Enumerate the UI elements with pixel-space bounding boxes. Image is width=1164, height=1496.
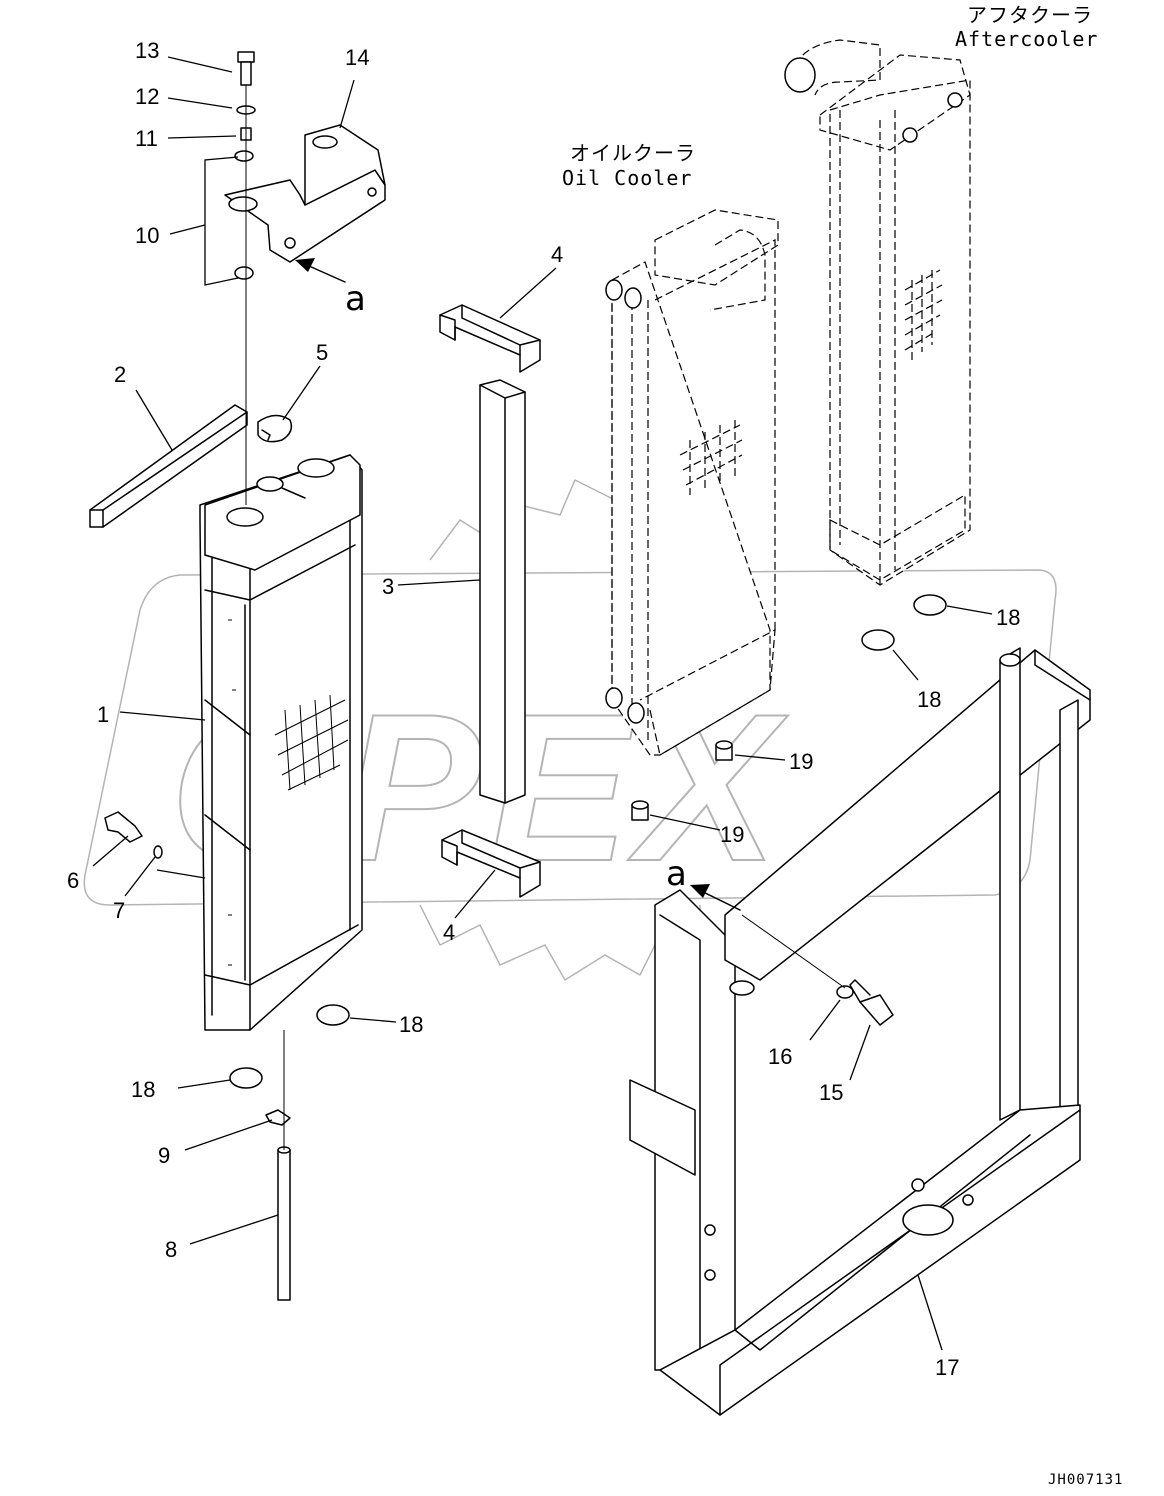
- callout-2: 2: [114, 362, 126, 387]
- callout-3: 3: [382, 574, 394, 599]
- washer-part-16: [741, 914, 854, 999]
- frame-part-17: [629, 647, 1091, 1416]
- callout-15: 15: [819, 1080, 843, 1105]
- aftercooler-label-jp: アフタクーラ: [967, 3, 1093, 27]
- oil-cooler-label-jp: オイルクーラ: [570, 141, 696, 165]
- view-letter-bottom: a: [666, 854, 687, 894]
- callout-19-bottom: 19: [720, 822, 744, 847]
- callout-18-right: 18: [917, 687, 941, 712]
- bolt-part-15: [849, 979, 894, 1026]
- callout-1: 1: [97, 702, 109, 727]
- callout-6: 6: [67, 868, 79, 893]
- component-labels: アフタクーラ Aftercooler オイルクーラ Oil Cooler JH0…: [562, 3, 1123, 1488]
- clamp-part-9: [265, 1030, 291, 1150]
- oil-cooler: [605, 209, 779, 756]
- spacers-part-19: [631, 740, 733, 821]
- callout-11: 11: [135, 126, 158, 151]
- callout-12: 12: [135, 84, 159, 109]
- bracket-part-14: [224, 124, 386, 263]
- callout-9: 9: [158, 1143, 170, 1168]
- foam-block-part-4-bottom: [441, 829, 541, 898]
- aftercooler-label-en: Aftercooler: [955, 27, 1098, 51]
- callout-4-top: 4: [551, 242, 563, 267]
- leader-lines: [92, 56, 993, 1351]
- view-letter-top: a: [345, 279, 366, 319]
- view-arrow-top: a: [295, 258, 366, 319]
- callout-16: 16: [768, 1044, 792, 1069]
- callout-4-bottom: 4: [443, 920, 455, 945]
- callout-numbers: 13 12 11 10 14 5 2 1 3 4 4 6 7 8 9 18 18…: [67, 38, 1020, 1380]
- radiator-core-part-1: [199, 454, 363, 1031]
- callout-19-top: 19: [789, 749, 813, 774]
- hose-part-8: [277, 1146, 291, 1301]
- view-arrow-bottom: a: [666, 854, 741, 911]
- aftercooler: [784, 39, 971, 586]
- fasteners-parts-10-13: [234, 51, 256, 505]
- seal-part-2: [89, 404, 248, 528]
- callout-13: 13: [135, 38, 159, 63]
- drawing-number: JH007131: [1048, 1472, 1123, 1488]
- callout-5: 5: [316, 340, 328, 365]
- callout-18-left: 18: [131, 1077, 155, 1102]
- cap-part-5: [257, 414, 293, 443]
- callout-17: 17: [935, 1355, 959, 1380]
- seal-part-3: [479, 379, 526, 804]
- foam-block-part-4-top: [439, 304, 541, 373]
- callout-10: 10: [135, 223, 159, 248]
- drain-valve-part-6: [104, 811, 143, 843]
- callout-14: 14: [345, 45, 369, 70]
- oil-cooler-label-en: Oil Cooler: [562, 166, 692, 190]
- callout-7: 7: [113, 898, 125, 923]
- mounts-part-18: [229, 594, 947, 1089]
- callout-8: 8: [165, 1237, 177, 1262]
- callout-18-right-top: 18: [996, 605, 1020, 630]
- callout-18-center: 18: [399, 1012, 423, 1037]
- o-ring-part-7: [153, 845, 163, 859]
